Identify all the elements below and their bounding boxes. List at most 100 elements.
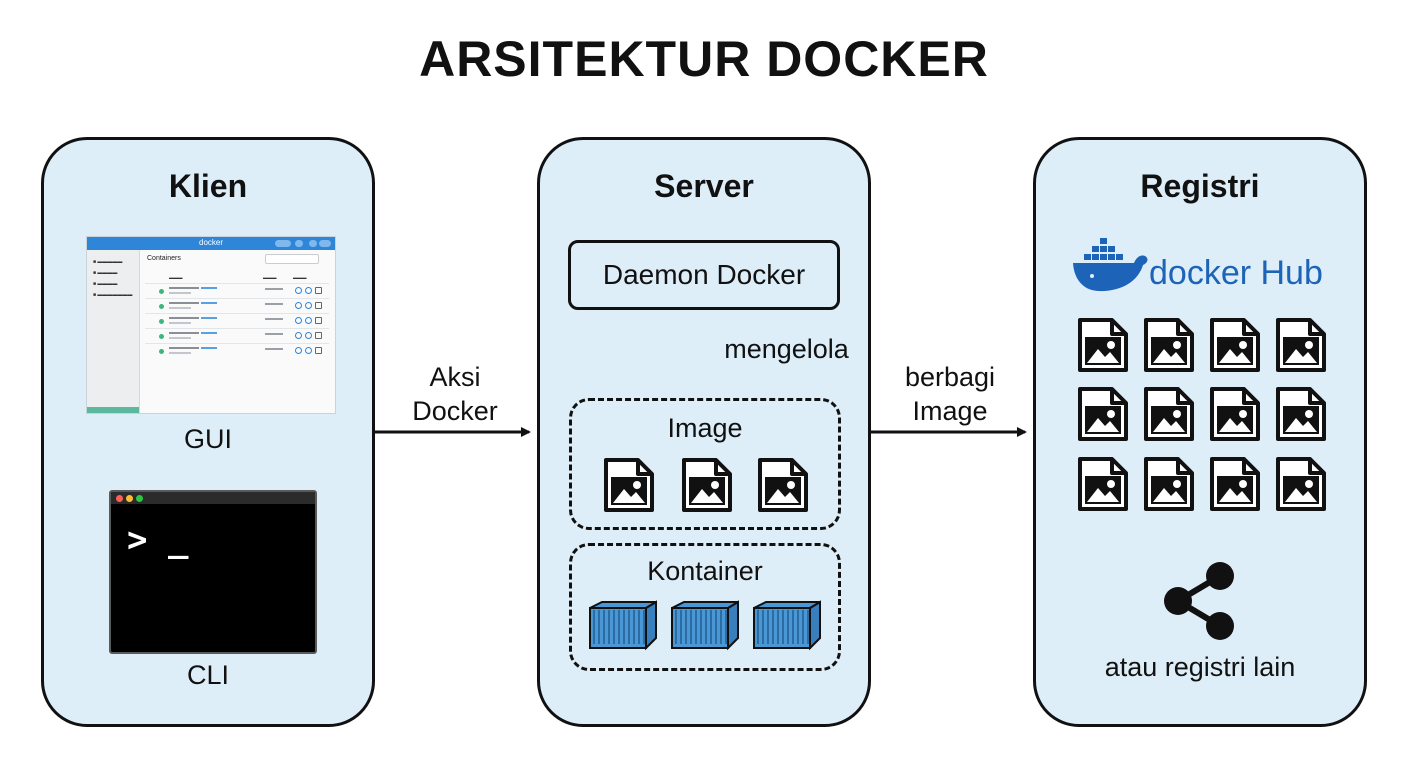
cli-minimize-dot — [126, 495, 133, 502]
registry-title: Registri — [1140, 168, 1260, 204]
gui-row-name — [169, 287, 199, 289]
image-file-icon — [1144, 318, 1194, 372]
gui-row-sub — [169, 292, 191, 294]
gui-pill — [295, 240, 303, 247]
gui-label: GUI — [183, 424, 232, 454]
gui-row-sub — [169, 352, 191, 354]
gui-status-dot — [159, 334, 164, 339]
image-group-label: Image — [667, 413, 743, 443]
gui-table-row — [145, 298, 329, 314]
gui-row-action — [315, 302, 322, 309]
gui-row-sub — [169, 337, 191, 339]
container-group: Kontainer — [569, 543, 841, 671]
shipping-container-icon — [589, 600, 657, 651]
image-file-icon — [682, 458, 732, 512]
image-file-icon — [1144, 387, 1194, 441]
gui-status-dot — [159, 304, 164, 309]
gui-row-name — [169, 302, 199, 304]
gui-row-sub — [169, 307, 191, 309]
gui-row-action — [295, 302, 302, 309]
daemon-docker-box: Daemon Docker — [568, 240, 840, 310]
image-file-icon — [1276, 318, 1326, 372]
registry-panel: Registri docker Hub — [1033, 137, 1367, 727]
container-group-label: Kontainer — [647, 556, 763, 586]
cli-maximize-dot — [136, 495, 143, 502]
gui-row-action — [305, 287, 312, 294]
cli-label: CLI — [186, 660, 230, 690]
mengelola-label: mengelola — [724, 334, 849, 364]
gui-row-action — [305, 317, 312, 324]
gui-status-dot — [159, 289, 164, 294]
gui-row-action — [315, 317, 322, 324]
gui-table-row — [145, 343, 329, 359]
image-file-icon — [1276, 457, 1326, 511]
label-aksi-docker: Aksi Docker — [412, 362, 498, 426]
gui-side-item: ■ ▬▬▬▬▬▬▬ — [93, 292, 133, 298]
gui-section-title: Containers — [147, 255, 181, 262]
image-file-icon — [1276, 387, 1326, 441]
gui-row-action — [305, 302, 312, 309]
other-registry-label: atau registri lain — [1104, 652, 1296, 682]
cli-prompt: > _ — [127, 520, 189, 560]
gui-sidebar: ■ ▬▬▬▬▬ ■ ▬▬▬▬ ■ ▬▬▬▬ ■ ▬▬▬▬▬▬▬ — [87, 250, 140, 413]
gui-row-action — [305, 347, 312, 354]
server-title: Server — [654, 168, 754, 204]
gui-window: docker ■ ▬▬▬▬▬ ■ ▬▬▬▬ ■ ▬▬▬▬ ■ ▬▬▬▬▬▬▬ C… — [86, 236, 336, 414]
gui-row-action — [315, 332, 322, 339]
server-panel: Server Daemon Docker mengelola Image Kon… — [537, 137, 871, 727]
gui-column-header: ▬▬▬ — [169, 275, 183, 280]
gui-brand: docker — [199, 238, 224, 247]
daemon-label: Daemon Docker — [602, 259, 806, 290]
gui-row-name — [169, 347, 199, 349]
gui-row-action — [315, 287, 322, 294]
diagram-title: ARSITEKTUR DOCKER — [419, 31, 989, 87]
gui-side-item: ■ ▬▬▬▬▬ — [93, 259, 123, 265]
shipping-container-icon — [671, 600, 739, 651]
gui-row-action — [295, 332, 302, 339]
shipping-container-icon — [753, 600, 821, 651]
gui-row-link — [201, 332, 217, 334]
gui-table-row — [145, 328, 329, 344]
gui-titlebar — [87, 237, 335, 250]
gui-row-link — [201, 287, 217, 289]
image-file-icon — [1210, 387, 1260, 441]
gui-status-dot — [159, 319, 164, 324]
gui-row-sub — [169, 322, 191, 324]
cli-close-dot — [116, 495, 123, 502]
gui-row-action — [315, 347, 322, 354]
image-file-icon — [1078, 457, 1128, 511]
gui-pill — [319, 240, 331, 247]
gui-row-link — [201, 347, 217, 349]
gui-status-dot — [159, 349, 164, 354]
label-berbagi-image: berbagi Image — [904, 362, 996, 426]
image-group: Image — [569, 398, 841, 530]
gui-table-row — [145, 313, 329, 329]
gui-side-item: ■ ▬▬▬▬ — [93, 281, 118, 287]
gui-row-name — [169, 317, 199, 319]
cli-window: > _ — [109, 490, 317, 654]
gui-column-header: ▬▬▬ — [263, 275, 277, 280]
docker-hub-text: docker Hub — [1149, 254, 1323, 292]
gui-row-link — [201, 302, 217, 304]
gui-row-time — [265, 288, 283, 290]
docker-whale-logo — [1073, 238, 1148, 292]
image-file-icon — [1210, 457, 1260, 511]
gui-row-action — [305, 332, 312, 339]
gui-row-link — [201, 317, 217, 319]
image-file-icon — [1144, 457, 1194, 511]
gui-pill — [309, 240, 317, 247]
gui-table-row — [145, 283, 329, 299]
image-file-icon — [1210, 318, 1260, 372]
gui-row-name — [169, 332, 199, 334]
client-panel: Klien docker ■ ▬▬▬▬▬ ■ ▬▬▬▬ ■ ▬▬▬▬ ■ ▬▬▬… — [41, 137, 375, 727]
gui-status-bar — [87, 407, 139, 413]
gui-pill — [275, 240, 291, 247]
gui-row-action — [295, 287, 302, 294]
image-file-icon — [758, 458, 808, 512]
gui-side-item: ■ ▬▬▬▬ — [93, 270, 118, 276]
client-title: Klien — [168, 168, 248, 204]
image-file-icon — [1078, 387, 1128, 441]
image-file-icon — [1078, 318, 1128, 372]
cli-titlebar — [111, 492, 315, 504]
image-file-icon — [604, 458, 654, 512]
